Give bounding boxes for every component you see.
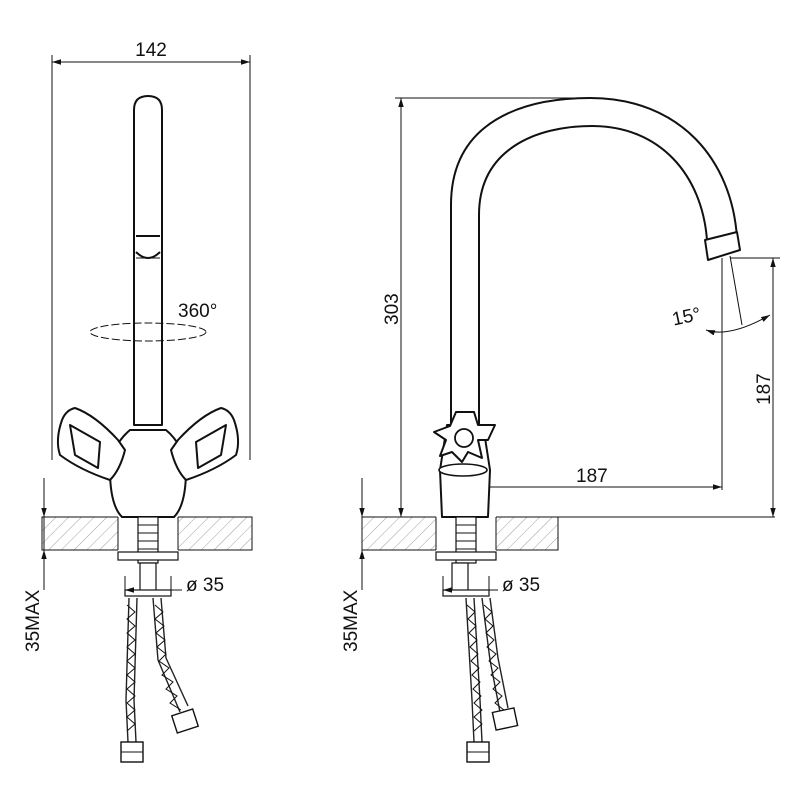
side-aerator bbox=[704, 231, 741, 261]
side-height-dimension: 303 bbox=[382, 97, 590, 517]
front-supply-hoses bbox=[120, 597, 200, 763]
side-pipe-dimension: ø 35 bbox=[442, 575, 540, 596]
front-view: 142 360° ø 35 bbox=[23, 40, 253, 763]
front-pipe-dimension: ø 35 bbox=[124, 575, 224, 596]
side-thickness-dimension: 35MAX bbox=[341, 478, 365, 652]
front-body bbox=[109, 429, 187, 518]
front-thickness-dimension: 35MAX bbox=[23, 478, 47, 652]
side-outlet-height-label: 187 bbox=[754, 373, 775, 405]
front-width-dimension: 142 bbox=[51, 40, 251, 460]
front-left-handle bbox=[56, 407, 126, 481]
front-right-handle bbox=[170, 407, 240, 481]
side-reach-dimension: 187 bbox=[465, 338, 723, 490]
front-spout bbox=[133, 95, 163, 426]
side-height-label: 303 bbox=[382, 293, 403, 325]
front-pipe-label: ø 35 bbox=[186, 575, 224, 596]
side-supply-hoses bbox=[465, 597, 519, 763]
side-view: 303 15° 187 187 bbox=[341, 97, 780, 763]
front-thickness-label: 35MAX bbox=[23, 589, 44, 652]
front-rotation-label: 360° bbox=[178, 301, 217, 322]
side-reach-label: 187 bbox=[576, 466, 608, 487]
side-pipe-label: ø 35 bbox=[502, 575, 540, 596]
side-thickness-label: 35MAX bbox=[341, 589, 362, 652]
front-width-label: 142 bbox=[135, 40, 167, 61]
side-angle-label: 15° bbox=[670, 304, 702, 331]
side-outlet-height-dimension: 187 bbox=[730, 257, 780, 517]
side-gooseneck-spout bbox=[450, 97, 738, 425]
front-rotation-ellipse bbox=[89, 322, 207, 342]
side-angle-dimension: 15° bbox=[670, 255, 771, 338]
